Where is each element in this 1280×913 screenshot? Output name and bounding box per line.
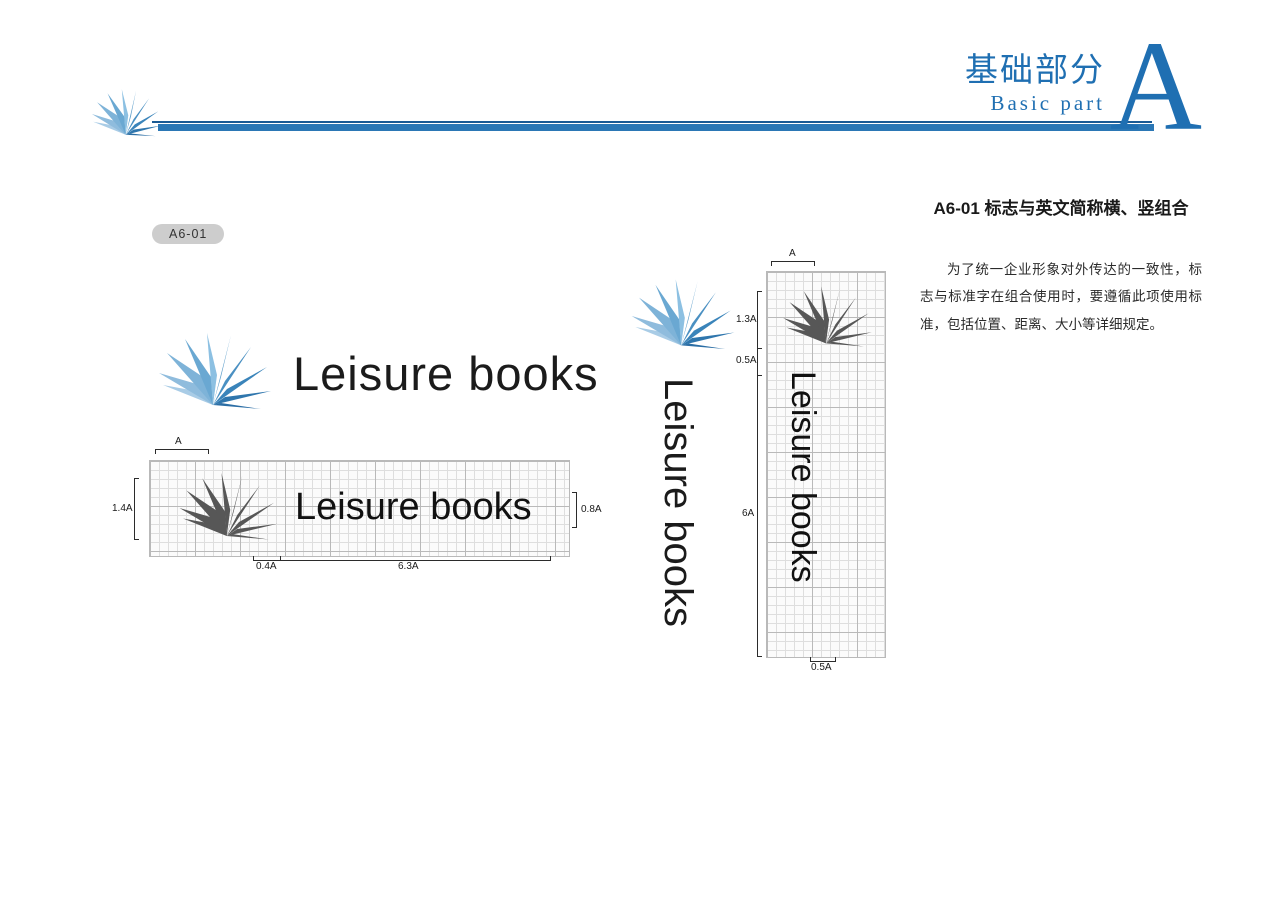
- fan-book-logo-icon-vertical: [628, 278, 738, 354]
- header-titles: 基础部分 Basic part: [965, 52, 1105, 116]
- horizontal-grid-panel: [149, 460, 570, 557]
- wordmark-text-grid: Leisure books: [295, 486, 532, 528]
- bracket-right-capheight: [572, 492, 577, 528]
- fan-book-logo-icon: [155, 330, 275, 416]
- bracket-v-total-height: [757, 375, 762, 657]
- page-header: 基础部分 Basic part A: [0, 0, 1280, 160]
- dim-label-0-5a-bottom: 0.5A: [811, 662, 832, 673]
- bracket-v-logo-height: [757, 291, 762, 349]
- header-rule-thick: [158, 124, 1154, 131]
- header-fan-logo-icon: [88, 88, 166, 140]
- dim-label-0-5a-gap: 0.5A: [736, 355, 757, 366]
- dim-label-6-3a: 6.3A: [398, 561, 419, 572]
- bracket-top-a: [155, 449, 209, 454]
- bracket-v-gap: [757, 348, 762, 376]
- dim-label-0-8a: 0.8A: [581, 504, 602, 515]
- wordmark-text: Leisure books: [293, 346, 599, 400]
- dim-label-a-top: A: [175, 436, 182, 447]
- dim-label-1-4a: 1.4A: [112, 503, 133, 514]
- header-rule-thin: [152, 121, 1152, 123]
- code-badge: A6-01: [152, 224, 225, 244]
- header-title-en: Basic part: [990, 90, 1105, 115]
- dim-label-a-top-vertical: A: [789, 248, 796, 259]
- horizontal-grid-lockup: Leisure books: [149, 460, 568, 555]
- bracket-bottom-span: [280, 556, 551, 561]
- fan-book-logo-icon-grey-vertical: [780, 285, 875, 351]
- section-body-text: 为了统一企业形象对外传达的一致性，标志与标准字在组合使用时，要遵循此项使用标准，…: [920, 261, 1202, 332]
- fan-book-logo-icon-grey: [176, 472, 281, 544]
- dim-label-6a: 6A: [742, 508, 755, 519]
- dim-label-1-3a: 1.3A: [736, 314, 757, 325]
- bracket-left-height: [134, 478, 139, 540]
- bracket-v-bottom: [810, 657, 836, 662]
- wordmark-text-grid-vertical: Leisure books: [784, 371, 822, 583]
- header-title-cn: 基础部分: [965, 53, 1105, 89]
- bracket-v-top-a: [771, 261, 815, 266]
- vertical-grid-lockup: Leisure books: [766, 271, 884, 656]
- dim-label-0-4a: 0.4A: [256, 561, 277, 572]
- header-section-letter: A: [1109, 15, 1202, 157]
- wordmark-text-vertical: Leisure books: [656, 378, 700, 628]
- right-text-column: A6-01 标志与英文简称横、竖组合 为了统一企业形象对外传达的一致性，标志与标…: [920, 196, 1202, 339]
- section-title: A6-01 标志与英文简称横、竖组合: [933, 199, 1189, 218]
- horizontal-lockup: Leisure books: [155, 330, 599, 416]
